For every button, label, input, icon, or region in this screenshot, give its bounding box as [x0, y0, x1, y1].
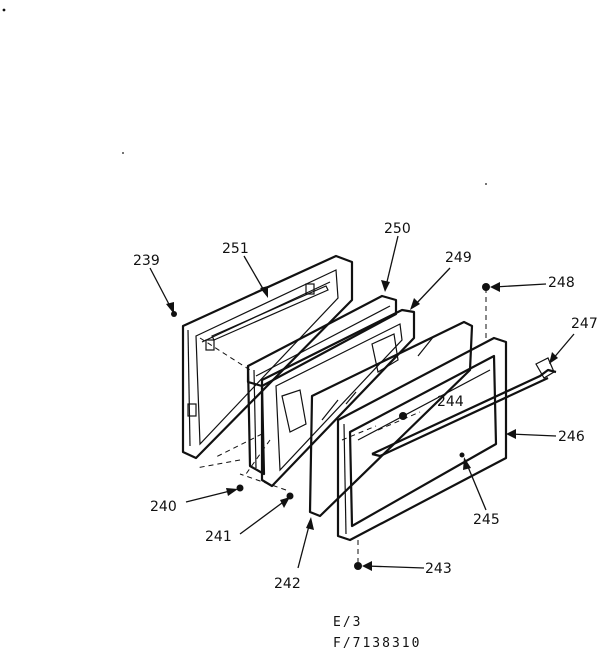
part-248-screw: [482, 283, 490, 291]
part-240-clip: [236, 484, 244, 492]
drawing-reference: E/3 F/7138310: [333, 615, 421, 651]
callout-246: 246: [558, 429, 585, 445]
callout-245: 245: [473, 512, 500, 528]
part-249-inner-frame: [260, 308, 416, 488]
part-250-insulation: [246, 294, 398, 476]
callout-248: 248: [548, 275, 575, 291]
part-243-screw: [354, 562, 362, 570]
callout-labels: 239 251 250 249 248 247 246 245 244 243 …: [133, 221, 598, 592]
callout-243: 243: [425, 561, 452, 577]
part-251-gasket: [211, 283, 329, 341]
part-245-screw: [459, 452, 465, 458]
callout-244: 244: [437, 394, 464, 410]
callout-250: 250: [384, 221, 411, 237]
part-246-outer-door: [336, 336, 508, 542]
scan-specks: [2, 8, 487, 185]
callout-249: 249: [445, 250, 472, 266]
callout-251: 251: [222, 241, 249, 257]
callout-239: 239: [133, 253, 160, 269]
reference-line-2: F/7138310: [333, 636, 421, 651]
reference-line-1: E/3: [333, 615, 362, 630]
leader-lines: [149, 235, 575, 571]
callout-240: 240: [150, 499, 177, 515]
assembly-lines: [195, 288, 487, 562]
part-242-glass-panel: [308, 320, 474, 518]
callout-247: 247: [571, 316, 598, 332]
part-247-handle: [371, 357, 557, 458]
callout-242: 242: [274, 576, 301, 592]
callout-241: 241: [205, 529, 232, 545]
